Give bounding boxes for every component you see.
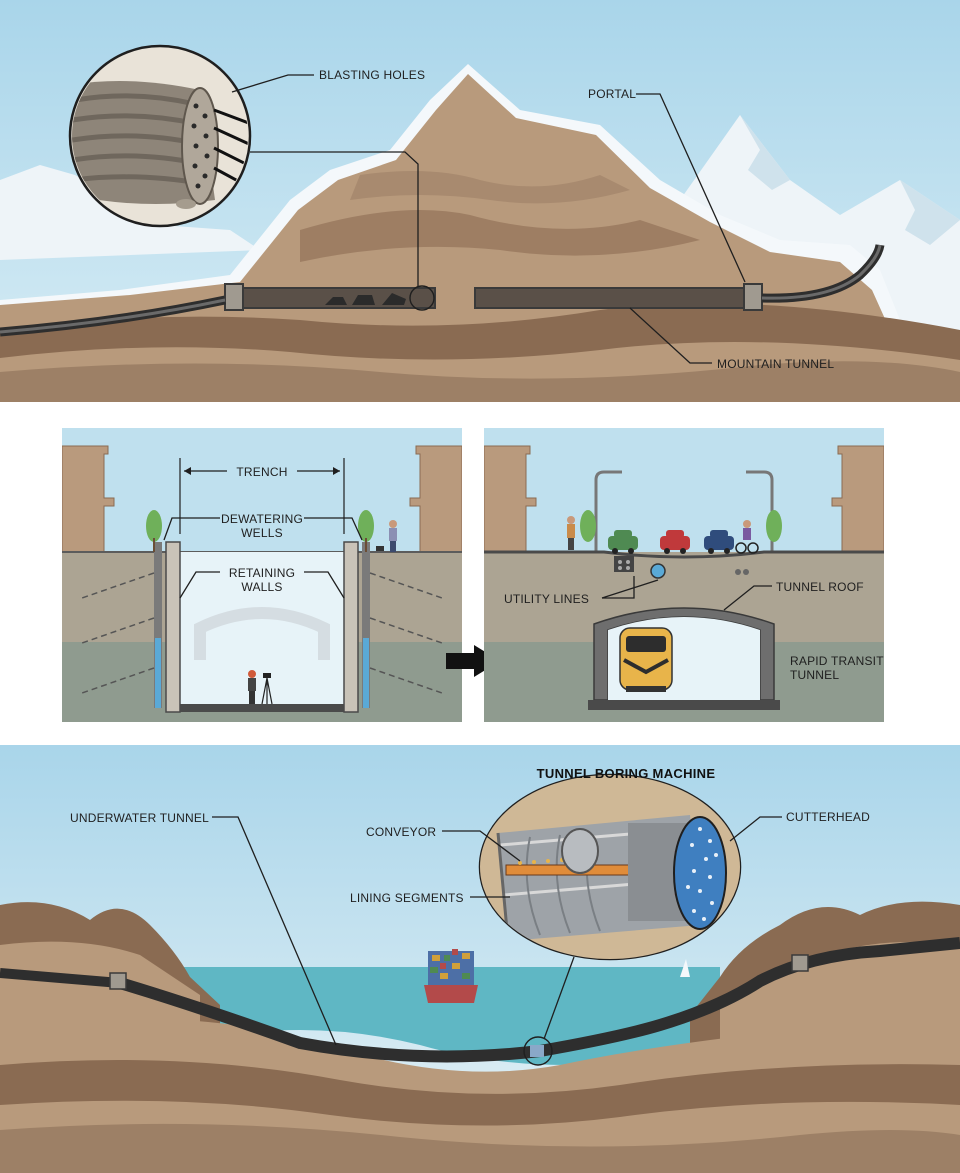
mountain-tunnel-illustration: BLASTING HOLES PORTAL MOUNTAIN TUNNEL (0, 0, 960, 402)
underwater-tunnel-illustration: TUNNEL BORING MACHINE UNDERWATER TUNNEL … (0, 745, 960, 1173)
label-underwater-tunnel: UNDERWATER TUNNEL (70, 811, 209, 825)
east-portal (744, 284, 762, 310)
trench-excavation-panel: TRENCH DEWATERING WELLS RETAINING WALLS (62, 428, 462, 722)
tunnel-slab (588, 700, 780, 710)
tree-left (580, 510, 596, 542)
rapid-transit-train (620, 628, 672, 692)
label-mountain-tunnel: MOUNTAIN TUNNEL (717, 357, 834, 371)
label-dewatering-wells-1: DEWATERING (221, 512, 303, 526)
label-tunnel-boring-machine: TUNNEL BORING MACHINE (537, 766, 716, 781)
label-retaining-walls-2: WALLS (241, 580, 282, 594)
west-portal (225, 284, 243, 310)
label-tunnel-roof: TUNNEL ROOF (776, 580, 864, 594)
label-blasting-holes: BLASTING HOLES (319, 68, 425, 82)
covered-tunnel-panel: UTILITY LINES TUNNEL ROOF RAPID TRANSIT … (484, 428, 884, 722)
tree-left (146, 510, 162, 542)
erector-ring (562, 829, 598, 873)
mountain-tunnel-right-bore (475, 288, 750, 308)
cutterhead-disc (674, 817, 726, 929)
label-retaining-walls-1: RETAINING (229, 566, 295, 580)
label-lining-segments: LINING SEGMENTS (350, 891, 464, 905)
underwater-tunnel-panel: TUNNEL BORING MACHINE UNDERWATER TUNNEL … (0, 745, 960, 1173)
left-retaining-wall (166, 542, 180, 712)
label-utility-lines: UTILITY LINES (504, 592, 589, 606)
container-ship (424, 949, 478, 1003)
label-cutterhead: CUTTERHEAD (786, 810, 870, 824)
east-tunnel-portal (792, 955, 808, 971)
label-rapid-transit-2: TUNNEL (790, 668, 839, 682)
covered-tunnel-illustration: UTILITY LINES TUNNEL ROOF RAPID TRANSIT … (484, 428, 884, 722)
tree-right (766, 510, 782, 542)
label-portal: PORTAL (588, 87, 636, 101)
label-rapid-transit-1: RAPID TRANSIT (790, 654, 884, 668)
trench-illustration: TRENCH DEWATERING WELLS RETAINING WALLS (62, 428, 462, 722)
right-retaining-wall (344, 542, 358, 712)
label-conveyor: CONVEYOR (366, 825, 436, 839)
mountain-tunnel-panel: BLASTING HOLES PORTAL MOUNTAIN TUNNEL (0, 0, 960, 402)
pedestrian (567, 516, 575, 550)
label-dewatering-wells-2: WELLS (241, 526, 283, 540)
label-trench: TRENCH (236, 465, 287, 479)
trench-floor (176, 704, 348, 712)
west-tunnel-portal (110, 973, 126, 989)
